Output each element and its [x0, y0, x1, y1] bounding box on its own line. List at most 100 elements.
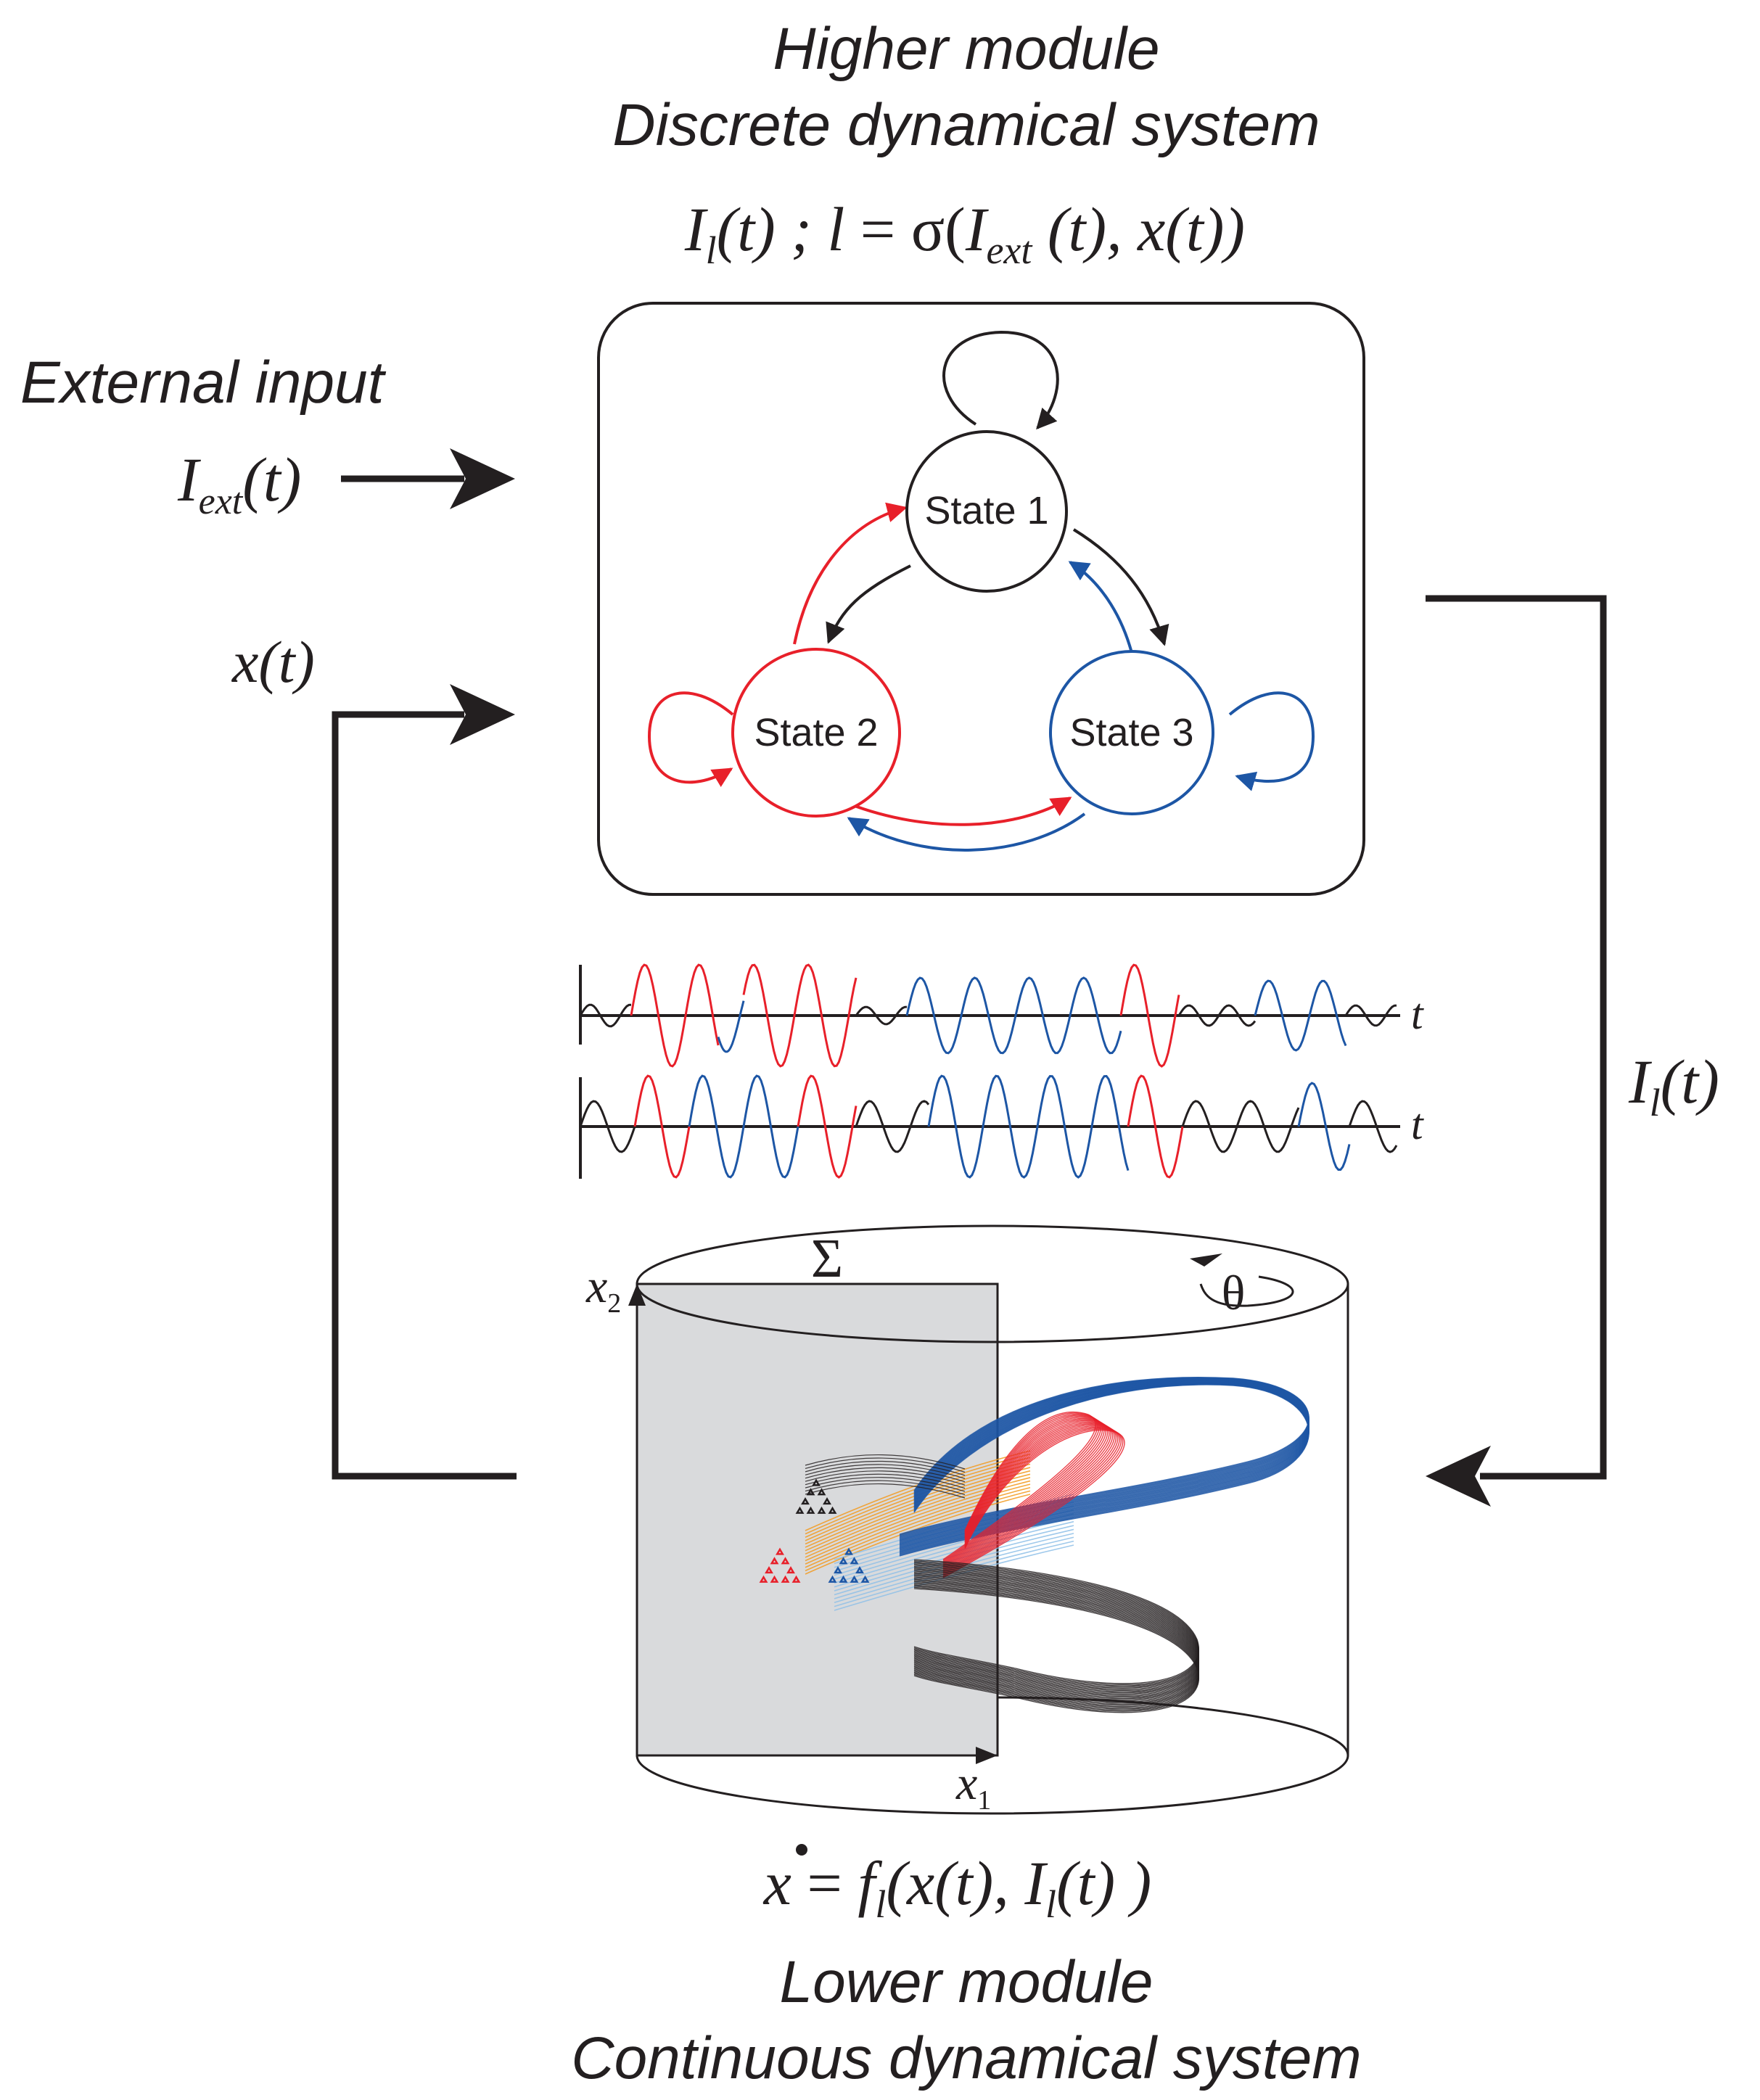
trajectory-line [805, 1470, 966, 1486]
state-2-label: State 2 [754, 711, 878, 754]
fractal-point [850, 1575, 859, 1583]
trajectory-line [913, 1560, 1199, 1686]
trajectory-line [834, 1520, 1074, 1588]
trajectory-line [913, 1563, 1199, 1689]
wave-top-segment [630, 963, 720, 1068]
fractal-point [844, 1547, 853, 1555]
state-1-label: State 1 [924, 489, 1048, 532]
trajectory-line [913, 1567, 1199, 1692]
feedback-line [332, 711, 517, 1480]
trajectory-line [913, 1559, 1199, 1684]
trajectory-line [913, 1569, 1199, 1695]
external-input-symbol: Iext(t) [177, 445, 301, 522]
trajectory-line [913, 1583, 1199, 1709]
signal-bottom-wave [579, 1074, 1398, 1179]
state-3-label: State 3 [1069, 711, 1193, 754]
trajectory-line [805, 1483, 966, 1499]
trajectory-line [805, 1460, 1031, 1541]
wave-bottom-segment [688, 1074, 799, 1179]
trajectory-line [913, 1561, 1199, 1687]
trajectory-line [913, 1581, 1199, 1706]
signal-bottom-axis-label: t [1411, 1100, 1424, 1148]
trajectory-line [805, 1457, 966, 1473]
state-2-node: State 2 [731, 648, 901, 818]
trajectory-line [834, 1517, 1074, 1584]
state3-self-loop [1228, 691, 1315, 791]
fractal-point [806, 1488, 815, 1496]
trajectory-line [805, 1473, 966, 1489]
theta-label: θ [1222, 1265, 1246, 1320]
trajectory-line [913, 1580, 1199, 1705]
trajectory-line [942, 1429, 1125, 1578]
wave-top-segment [1177, 1004, 1257, 1027]
fractal-point [828, 1575, 837, 1583]
theta-rotation-arrow [1199, 1275, 1294, 1307]
fractal-point [795, 1506, 805, 1514]
wave-top-segment [1119, 963, 1180, 1068]
fractal-point [860, 1575, 870, 1583]
external-input-arrowhead [450, 448, 515, 509]
fractal-point [759, 1575, 768, 1583]
trajectory-line [913, 1565, 1199, 1690]
fractal-point [817, 1506, 826, 1514]
edge-state3-to-state2 [847, 812, 1086, 852]
trajectory-line [805, 1490, 1031, 1572]
wave-bottom-segment [633, 1074, 691, 1179]
cylinder-bottom-front [636, 1755, 1349, 1815]
trajectory-line [805, 1457, 1031, 1538]
edge-state3-to-state1 [1068, 561, 1133, 654]
fractal-point [828, 1506, 837, 1514]
wave-top-segment [855, 1005, 908, 1026]
trajectory-line [913, 1562, 1199, 1688]
lower-module-equation: x = fl(x(t), Il(t) ) [762, 1848, 1152, 1926]
trajectory-line [805, 1467, 966, 1483]
wave-top-segment [1254, 979, 1347, 1052]
il-line [1426, 595, 1607, 1480]
higher-module-box [597, 302, 1365, 896]
feedback-arrowhead [450, 684, 515, 745]
signal-top-wave [579, 963, 1397, 1068]
wave-bottom-segment [855, 1100, 930, 1153]
lower-module-footer: x = fl(x(t), Il(t) ) Lower module Contin… [571, 1844, 1362, 2091]
trajectory-line [805, 1453, 1031, 1535]
edge-state2-to-state3 [848, 796, 1072, 826]
trajectory-line [805, 1450, 1031, 1531]
fractal-point [806, 1506, 815, 1514]
trajectory-line [805, 1460, 966, 1476]
wave-bottom-segment [1181, 1100, 1300, 1153]
il-loop-right: Il(t) [1426, 595, 1719, 1507]
lower-module-title: Lower module [779, 1949, 1153, 2015]
edge-state1-to-state3 [1072, 528, 1169, 646]
x-dot [796, 1844, 807, 1856]
fractal-point [850, 1557, 859, 1565]
state-transition-graph [647, 330, 1315, 852]
fractal-point [817, 1488, 826, 1496]
lower-module-cylinder: Σ θ x2 x1 [585, 1224, 1349, 1816]
state2-self-loop [647, 691, 734, 787]
fractal-point [834, 1566, 842, 1574]
fractal-point [770, 1557, 779, 1565]
trajectory-line [913, 1565, 1199, 1692]
external-input-group: External input Iext(t) [20, 350, 515, 522]
trajectory-line [913, 1575, 1199, 1700]
fractal-point [770, 1575, 779, 1583]
feedback-loop-left: x(t) [231, 629, 517, 1480]
x1-axis-arrowhead [976, 1747, 998, 1764]
trajectory-line [913, 1586, 1199, 1712]
fractal-point [781, 1557, 790, 1565]
wave-bottom-segment [797, 1074, 858, 1179]
trajectory-line [913, 1586, 1199, 1711]
trajectory-line [913, 1582, 1199, 1708]
trajectory-line [913, 1576, 1199, 1702]
trajectory-line [805, 1464, 966, 1479]
fractal-point [791, 1575, 801, 1583]
fractal-point [765, 1566, 773, 1574]
fractal-point [801, 1497, 810, 1505]
wave-top-segment [717, 1000, 745, 1053]
feedback-label: x(t) [231, 629, 315, 695]
fractal-point [839, 1575, 848, 1583]
higher-module-subtitle: Discrete dynamical system [612, 92, 1320, 158]
fractal-point [812, 1478, 821, 1486]
trajectory-line [913, 1568, 1199, 1694]
